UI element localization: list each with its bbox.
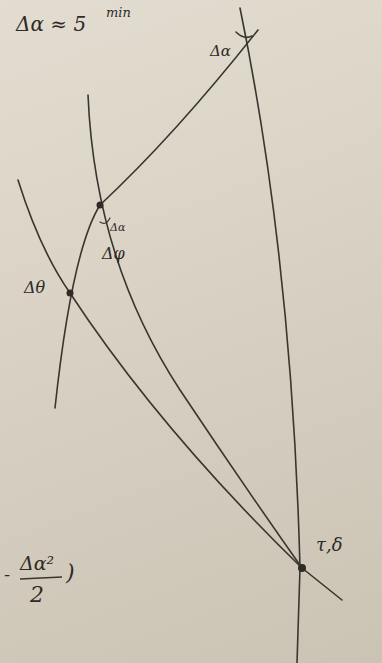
- great-circle-arc: [18, 180, 342, 600]
- point-dot: [97, 202, 104, 209]
- point-dot: [298, 564, 306, 572]
- formula-text: Δα ≈ 5: [16, 14, 86, 34]
- arc-length-label: Δφ: [102, 246, 125, 262]
- coordinate-label: τ,δ: [316, 536, 343, 554]
- angle-arc: [100, 218, 110, 223]
- angle-label: Δα: [110, 222, 125, 233]
- angle-label: Δα: [210, 44, 231, 59]
- formula-text: Δα²: [20, 554, 54, 573]
- formula-text: -: [4, 566, 10, 584]
- formula-text: ): [66, 562, 75, 584]
- angle-arc: [236, 32, 252, 37]
- arc-length-label: Δθ: [24, 280, 45, 296]
- meridian-arc: [240, 8, 300, 663]
- fraction-bar: [20, 577, 62, 579]
- point-dot: [67, 290, 74, 297]
- superscript-unit: min: [106, 6, 131, 19]
- great-circle-arc: [88, 95, 302, 568]
- formula-text: 2: [30, 584, 44, 606]
